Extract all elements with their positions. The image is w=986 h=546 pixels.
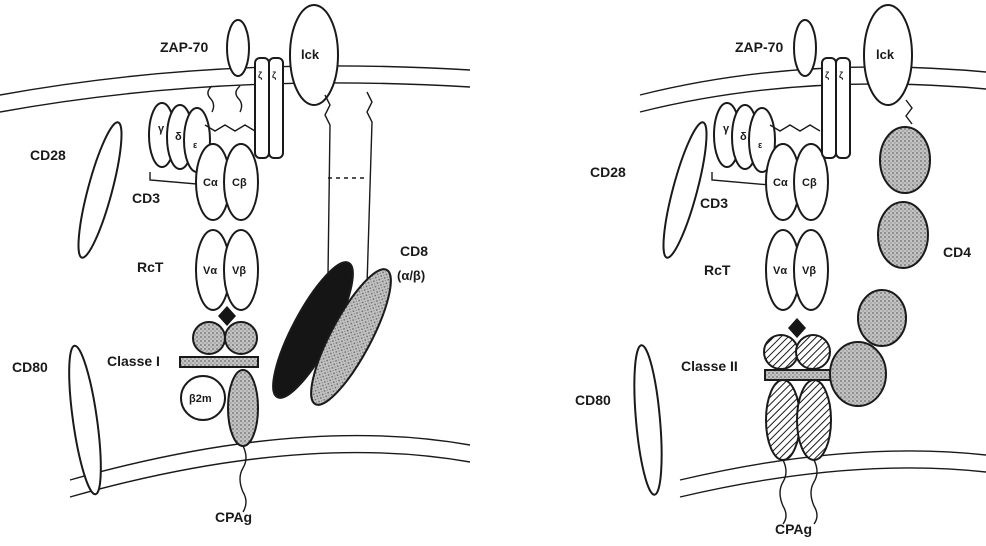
panel-right: CD28 CD80 γ δ ε CD3 Cα Cβ Vα Vβ RcT ζ ζ … xyxy=(575,5,986,537)
rct-label-right: RcT xyxy=(704,262,731,278)
cd3-gamma-label: γ xyxy=(158,123,165,135)
tcr-tm-zigzag xyxy=(205,125,255,131)
cpag-label: CPAg xyxy=(215,509,252,525)
cd8-label: CD8 xyxy=(400,243,428,259)
cd4-domain-d1 xyxy=(880,127,930,193)
mhc2-beta2-domain xyxy=(797,380,831,460)
tcr-beta-tail xyxy=(236,86,242,112)
cd3-bracket-right xyxy=(712,172,770,185)
v-beta-label: Vβ xyxy=(232,265,246,277)
mhc2-alpha2-domain xyxy=(766,380,800,460)
mhc2-floor xyxy=(765,370,833,380)
cd3-gamma-label-right: γ xyxy=(723,123,730,135)
c-beta-label-right: Cβ xyxy=(802,177,817,189)
mhc1-tail xyxy=(240,446,246,512)
cd28-label-right: CD28 xyxy=(590,164,626,180)
mhc2-label: Classe II xyxy=(681,358,738,374)
tcell-membrane-inner xyxy=(0,83,470,112)
apc-membrane-inner-right xyxy=(680,468,986,497)
mhc1-alpha3-domain xyxy=(228,370,258,446)
cd4-domain-d2 xyxy=(878,202,928,268)
mhc1-alpha1-domain xyxy=(193,322,225,354)
tcell-membrane-inner-right xyxy=(640,84,986,112)
cd28-molecule-right xyxy=(655,119,714,260)
zeta-label-1: ζ xyxy=(258,70,262,80)
tcr-tm-zigzag-right xyxy=(770,125,820,131)
cpag-label-right: CPAg xyxy=(775,521,812,537)
lck-label: lck xyxy=(301,47,320,62)
mhc1-floor xyxy=(180,357,258,367)
c-alpha-label-right: Cα xyxy=(773,177,788,189)
panel-left: CD28 CD80 γ δ ε CD3 Cα Cβ Vα Vβ RcT ζ ζ … xyxy=(0,5,470,525)
cd4-label: CD4 xyxy=(943,244,971,260)
zeta-label-2: ζ xyxy=(272,70,276,80)
zap70-label: ZAP-70 xyxy=(160,39,208,55)
mhc2-tail-alpha xyxy=(780,460,786,524)
cd80-molecule-right xyxy=(630,344,667,496)
tcr-alpha-tail xyxy=(208,86,214,112)
rct-label: RcT xyxy=(137,259,164,275)
cd3-epsilon-label-right: ε xyxy=(758,140,763,150)
cd3-label-right: CD3 xyxy=(700,195,728,211)
cd8-tail-2 xyxy=(367,92,372,285)
mhc2-tail-beta xyxy=(811,460,817,524)
tcell-membrane-outer-right xyxy=(640,67,986,95)
v-alpha-label: Vα xyxy=(203,265,217,277)
zeta-label-1-right: ζ xyxy=(825,70,829,80)
cd4-tail xyxy=(906,100,912,124)
mhc2-beta1-domain xyxy=(796,335,830,369)
cd80-molecule xyxy=(63,344,108,496)
b2m-label: β2m xyxy=(189,393,212,405)
cd4-domain-d3 xyxy=(858,290,906,346)
zap70-label-right: ZAP-70 xyxy=(735,39,783,55)
lck-label-right: lck xyxy=(876,47,895,62)
cd80-label: CD80 xyxy=(12,359,48,375)
cd28-label: CD28 xyxy=(30,147,66,163)
cd3-epsilon-label: ε xyxy=(193,140,198,150)
antigen-peptide-right xyxy=(788,318,806,338)
cd8-sublabel: (α/β) xyxy=(397,268,425,283)
cd4-domain-d4 xyxy=(830,342,886,406)
cd80-label-right: CD80 xyxy=(575,392,611,408)
cd3-delta-label: δ xyxy=(175,131,182,143)
cd8-tail-1 xyxy=(325,95,330,275)
apc-membrane-outer-right xyxy=(680,451,986,480)
mhc1-alpha2-domain xyxy=(225,322,257,354)
cd3-delta-label-right: δ xyxy=(740,131,747,143)
cd3-label: CD3 xyxy=(132,190,160,206)
v-beta-label-right: Vβ xyxy=(802,265,816,277)
zap70-kinase xyxy=(227,20,249,76)
apc-membrane-inner xyxy=(70,453,470,497)
v-alpha-label-right: Vα xyxy=(773,265,787,277)
mhc1-label: Classe I xyxy=(107,353,160,369)
cd28-molecule xyxy=(70,119,129,260)
zap70-kinase-right xyxy=(794,20,816,76)
mhc2-alpha1-domain xyxy=(764,335,798,369)
c-alpha-label: Cα xyxy=(203,177,218,189)
zeta-label-2-right: ζ xyxy=(839,70,843,80)
c-beta-label: Cβ xyxy=(232,177,247,189)
